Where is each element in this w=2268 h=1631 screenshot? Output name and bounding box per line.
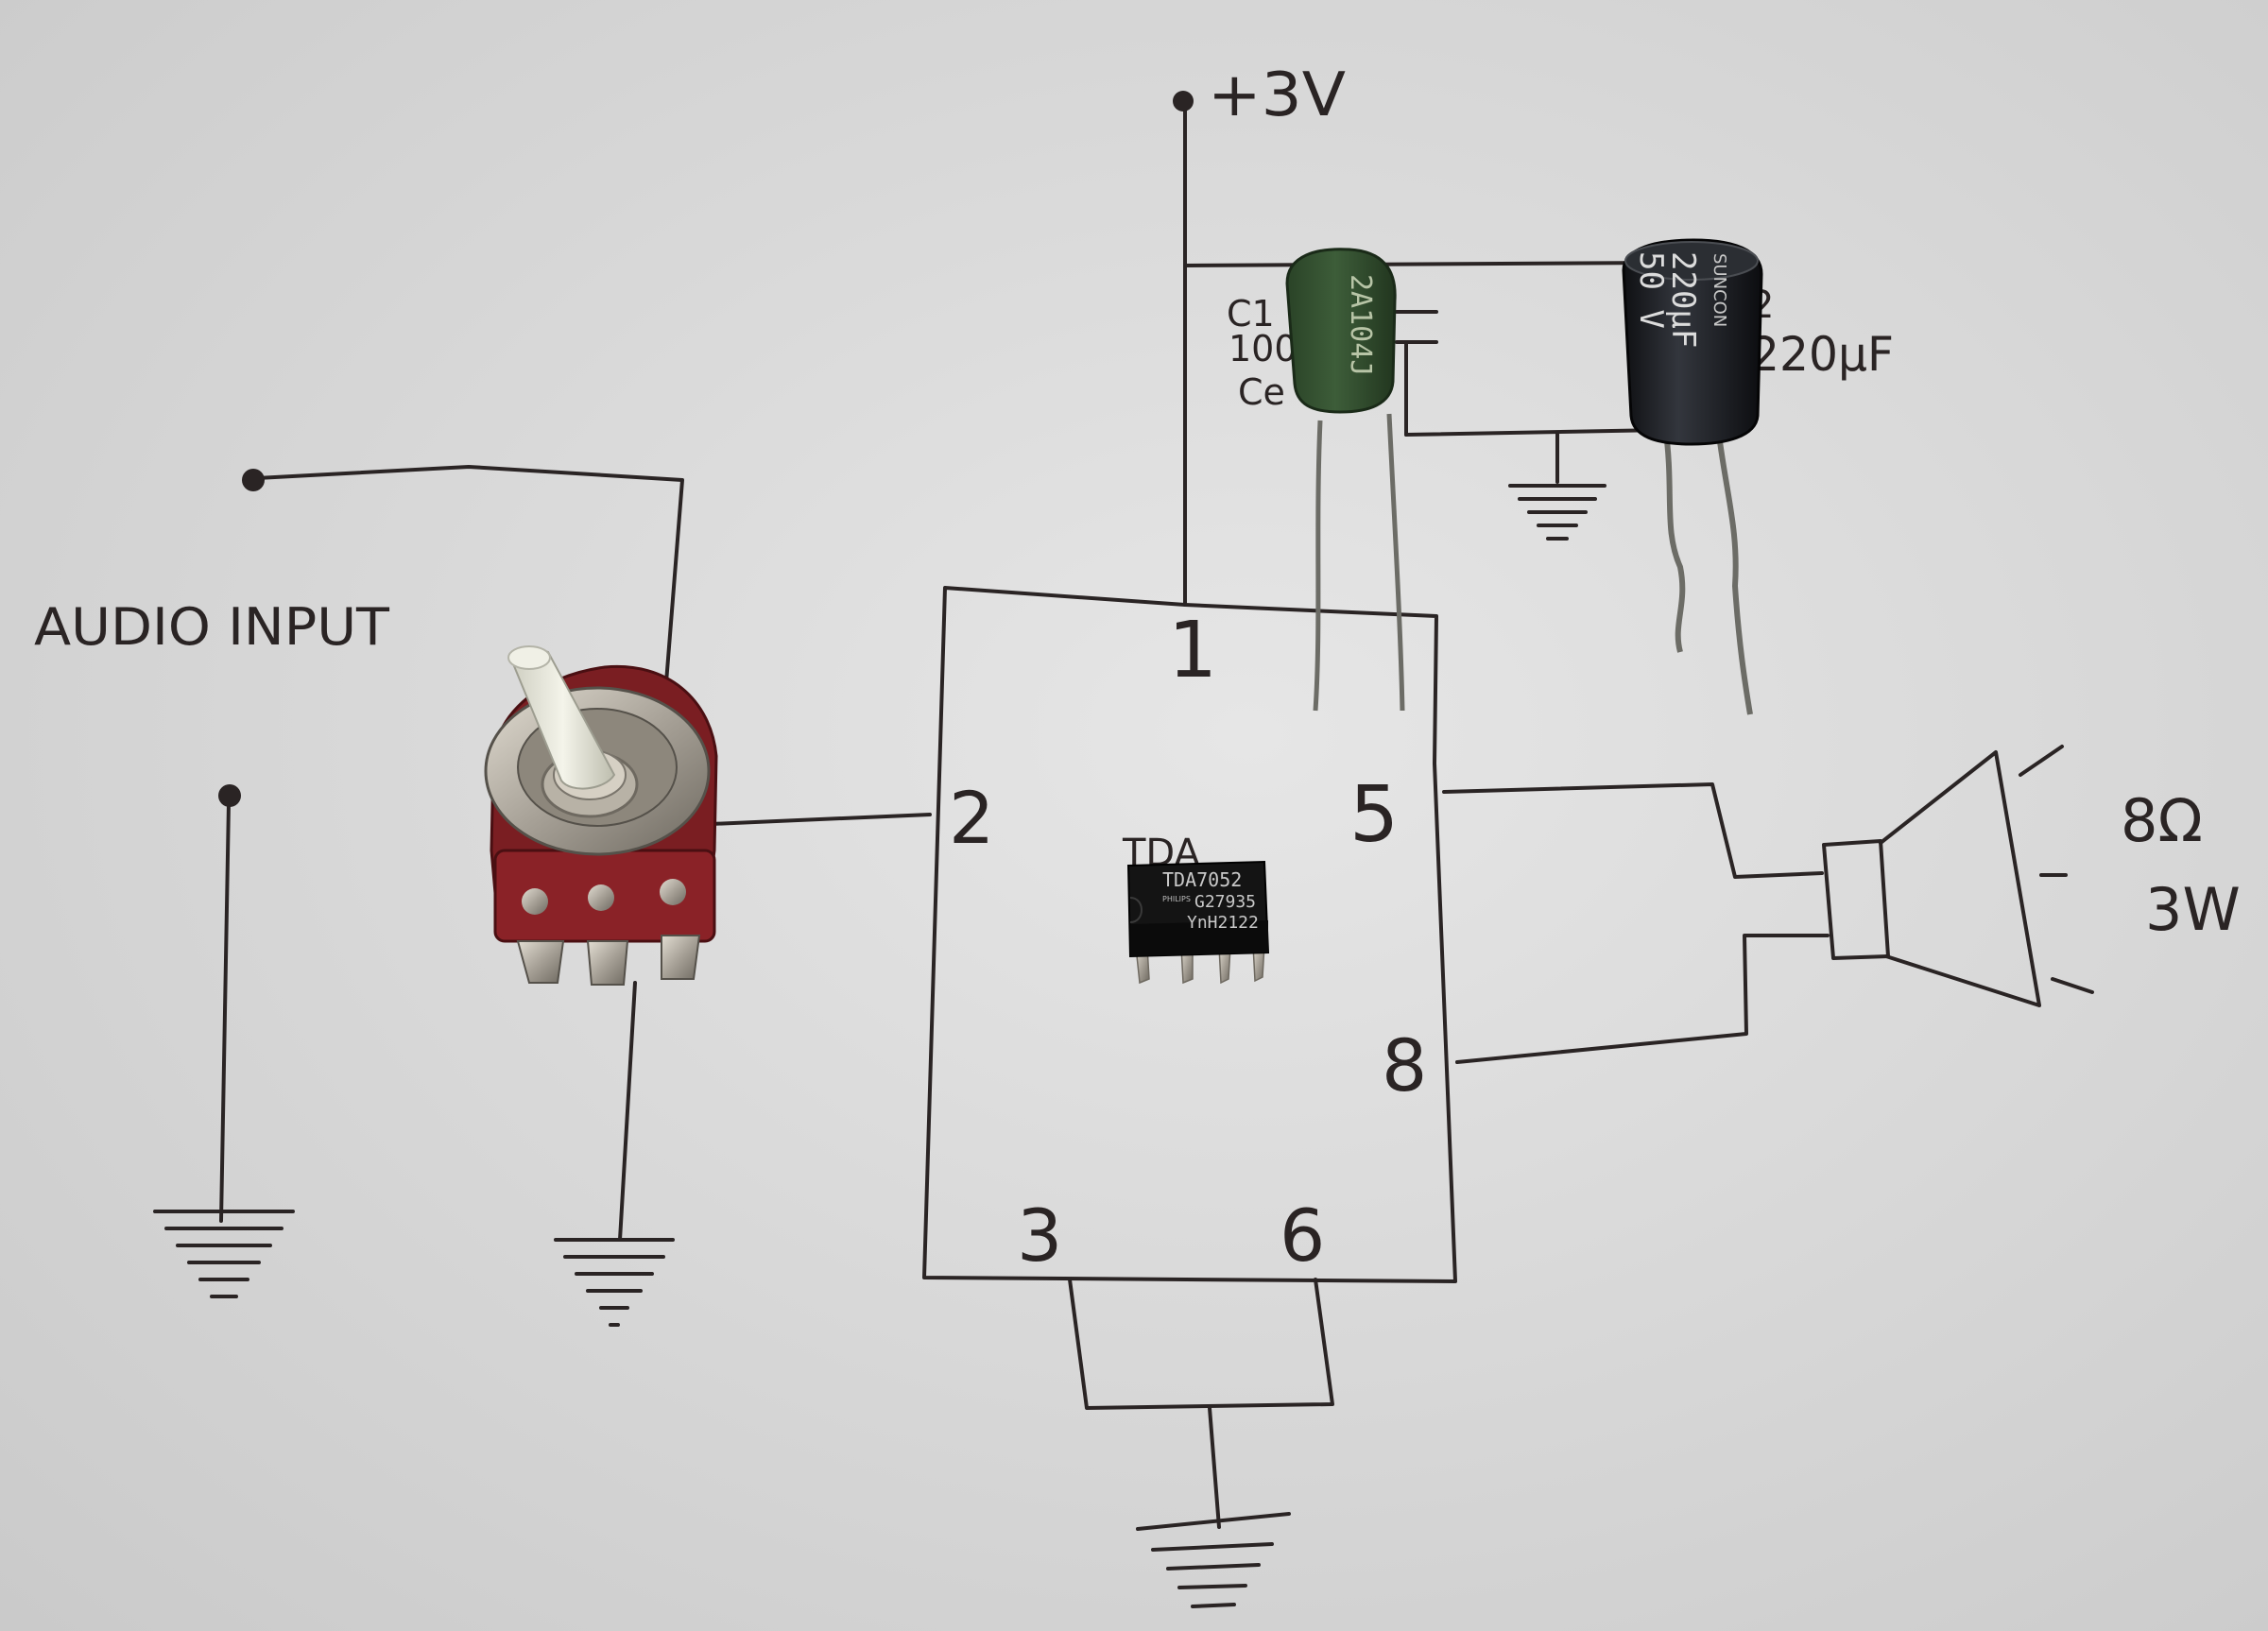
pin-5-label: 5 [1349,770,1399,860]
ic-chip-photo: TDA7052 PHILIPS G27935 YnH2122 [1126,860,1270,985]
cap-bottom-bus [1404,428,1665,437]
chip-marking-line1: TDA7052 [1162,868,1242,891]
ground-symbol-input [153,1210,295,1298]
ground-symbol-pot [554,1238,675,1327]
c2-body-print-value: 220µF [1664,251,1702,348]
chip-brand: PHILIPS [1162,895,1191,903]
pin-2-label: 2 [949,776,994,860]
c2-label: 220µF [1750,327,1894,382]
supply-label: +3V [1208,60,1346,130]
c1-label-line1: C1 [1227,293,1275,335]
cap-top-bus [1183,261,1665,267]
c1-label-line2: 100 [1228,328,1297,369]
c1-body-print: 2A104J [1344,274,1377,376]
speaker-impedance-label: 8Ω [2121,786,2203,855]
c2-body-print-brand: SUNCON [1710,253,1729,327]
supply-terminal-dot [1173,91,1194,112]
capacitor-c2-photo: SUNCON 220µF 50 V [1622,238,1763,715]
audio-input-label: AUDIO INPUT [34,597,390,657]
ic-box [922,586,1457,1283]
pin-3-label: 3 [1017,1193,1062,1278]
ground-symbol-ic [1136,1512,1291,1608]
chip-marking-line2: G27935 [1194,892,1256,912]
pin-8-label: 8 [1382,1023,1427,1107]
chip-marking-line3: YnH2122 [1187,913,1259,933]
audio-input-dot-bottom [218,784,241,807]
ground-symbol-caps [1508,431,1606,541]
c1-label-line3: Ce [1238,371,1285,413]
pin-1-label: 1 [1168,606,1217,695]
capacitor-c1-photo: 2A104J [1285,248,1405,712]
speaker-symbol [1822,745,2094,1007]
c1-schematic-plates [1395,310,1438,437]
potentiometer-photo [484,645,718,986]
speaker-power-label: 3W [2145,875,2241,944]
pin-6-label: 6 [1280,1193,1325,1278]
audio-input-dot-top [242,469,265,491]
c2-body-print-voltage: 50 V [1632,251,1670,329]
